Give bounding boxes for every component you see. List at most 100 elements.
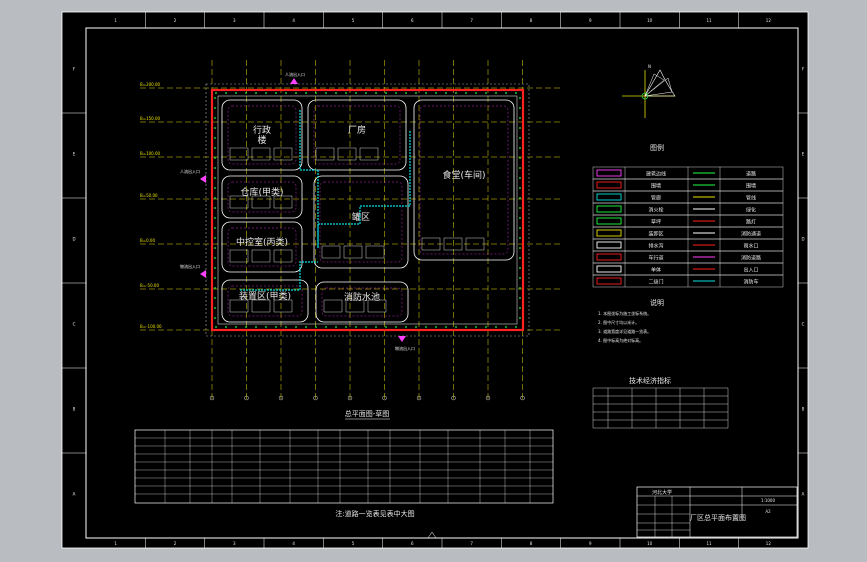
hydrant	[465, 92, 467, 94]
legend-label: 建筑边线	[646, 171, 666, 178]
border-number: 4	[292, 18, 295, 23]
hydrant	[245, 92, 247, 94]
hydrant	[519, 157, 521, 159]
legend-swatch	[596, 277, 622, 285]
grid-bubble	[382, 395, 387, 401]
hydrant	[214, 317, 216, 319]
plan-block-label: 中控室(丙类)	[236, 236, 288, 248]
hydrant	[214, 137, 216, 139]
legend-table: 建筑边线道路围墙围墙管廊管线消火栓绿化草坪路灯装卸区消防通道排水沟雨水口车行道消…	[592, 166, 784, 288]
border-number: 12	[766, 18, 772, 23]
hydrant	[519, 117, 521, 119]
legend-label: 消防车	[743, 279, 758, 286]
hydrant	[519, 217, 521, 219]
hydrant	[445, 326, 447, 328]
hydrant	[214, 167, 216, 169]
legend-label: 雨水口	[743, 243, 758, 250]
hydrant	[275, 326, 277, 328]
legend-swatch	[596, 169, 622, 177]
hydrant	[455, 92, 457, 94]
legend-label: 道路	[746, 171, 756, 178]
legend-label: 围墙	[651, 183, 661, 190]
hydrant	[519, 267, 521, 269]
legend-swatch	[596, 181, 622, 189]
elevation-label: B=0.00	[140, 238, 155, 243]
legend-label: 车行道	[648, 255, 663, 262]
hydrant	[214, 297, 216, 299]
hydrant	[519, 197, 521, 199]
hydrant	[485, 92, 487, 94]
hydrant	[345, 92, 347, 94]
border-number: 10	[647, 18, 653, 23]
border-number: 2	[174, 18, 177, 23]
hydrant	[214, 157, 216, 159]
hydrant	[519, 207, 521, 209]
hydrant	[495, 326, 497, 328]
hydrant	[475, 326, 477, 328]
legend-swatch	[596, 193, 622, 201]
hydrant	[519, 297, 521, 299]
legend-swatch	[596, 241, 622, 249]
plan-block-b4: 仓库(甲类)	[221, 175, 303, 219]
legend-label: 围墙	[746, 183, 756, 190]
gate-markers	[200, 78, 406, 342]
border-letter: A	[802, 492, 805, 497]
border-number: 3	[233, 541, 236, 546]
title-scale: 1:1000	[761, 498, 776, 503]
hydrant	[405, 92, 407, 94]
elevation-label: B=150.00	[140, 116, 161, 121]
hydrant	[235, 92, 237, 94]
plan-block-sublabel: 楼	[257, 134, 266, 146]
hydrant	[375, 92, 377, 94]
border-number: 7	[470, 541, 473, 546]
hydrant	[255, 326, 257, 328]
outer-road	[210, 88, 525, 332]
hydrant	[505, 92, 507, 94]
hydrant	[405, 326, 407, 328]
hydrant	[455, 326, 457, 328]
border-number: 8	[530, 541, 533, 546]
title-sheet: A2	[765, 509, 771, 514]
hydrant	[385, 92, 387, 94]
title-drawing-name: 厂区总平面布置图	[690, 513, 746, 522]
hydrant	[315, 326, 317, 328]
border-number: 1	[114, 541, 117, 546]
notes-title: 说明	[650, 298, 664, 307]
border-number: 11	[706, 18, 712, 23]
hydrant	[519, 177, 521, 179]
legend-label: 绿化	[746, 207, 756, 214]
hydrant	[519, 137, 521, 139]
grid-bubble	[451, 395, 456, 401]
hydrant	[285, 92, 287, 94]
hydrant	[335, 326, 337, 328]
border-letter: C	[802, 322, 805, 327]
border-number: 5	[352, 18, 355, 23]
note-line: 4. 图中标高为绝对标高。	[598, 337, 643, 343]
title-company: 河北大学	[652, 489, 672, 496]
hydrant	[425, 92, 427, 94]
hydrant	[295, 326, 297, 328]
hydrant	[265, 92, 267, 94]
legend-label: 消防道路	[741, 255, 761, 262]
border-number: 2	[174, 541, 177, 546]
plan-block-label: 罐区	[352, 211, 370, 223]
legend-label: 排水沟	[648, 243, 663, 250]
drawing-sheet	[62, 12, 808, 548]
border-letter: E	[73, 152, 76, 157]
plan-block-label: 厂房	[348, 124, 366, 136]
gate-label: 物流出入口	[395, 345, 415, 351]
border-number: 1	[114, 18, 117, 23]
hydrant	[475, 92, 477, 94]
north-arrow: N	[622, 64, 676, 118]
hydrant	[519, 107, 521, 109]
hydrant	[214, 227, 216, 229]
border-letter: C	[73, 322, 76, 327]
hydrant	[214, 257, 216, 259]
hydrant	[519, 237, 521, 239]
plan-block-b7: 消防水池	[315, 281, 409, 323]
grid-lines	[209, 60, 525, 401]
hydrant	[214, 217, 216, 219]
elevation-label: B=100.00	[140, 151, 161, 156]
